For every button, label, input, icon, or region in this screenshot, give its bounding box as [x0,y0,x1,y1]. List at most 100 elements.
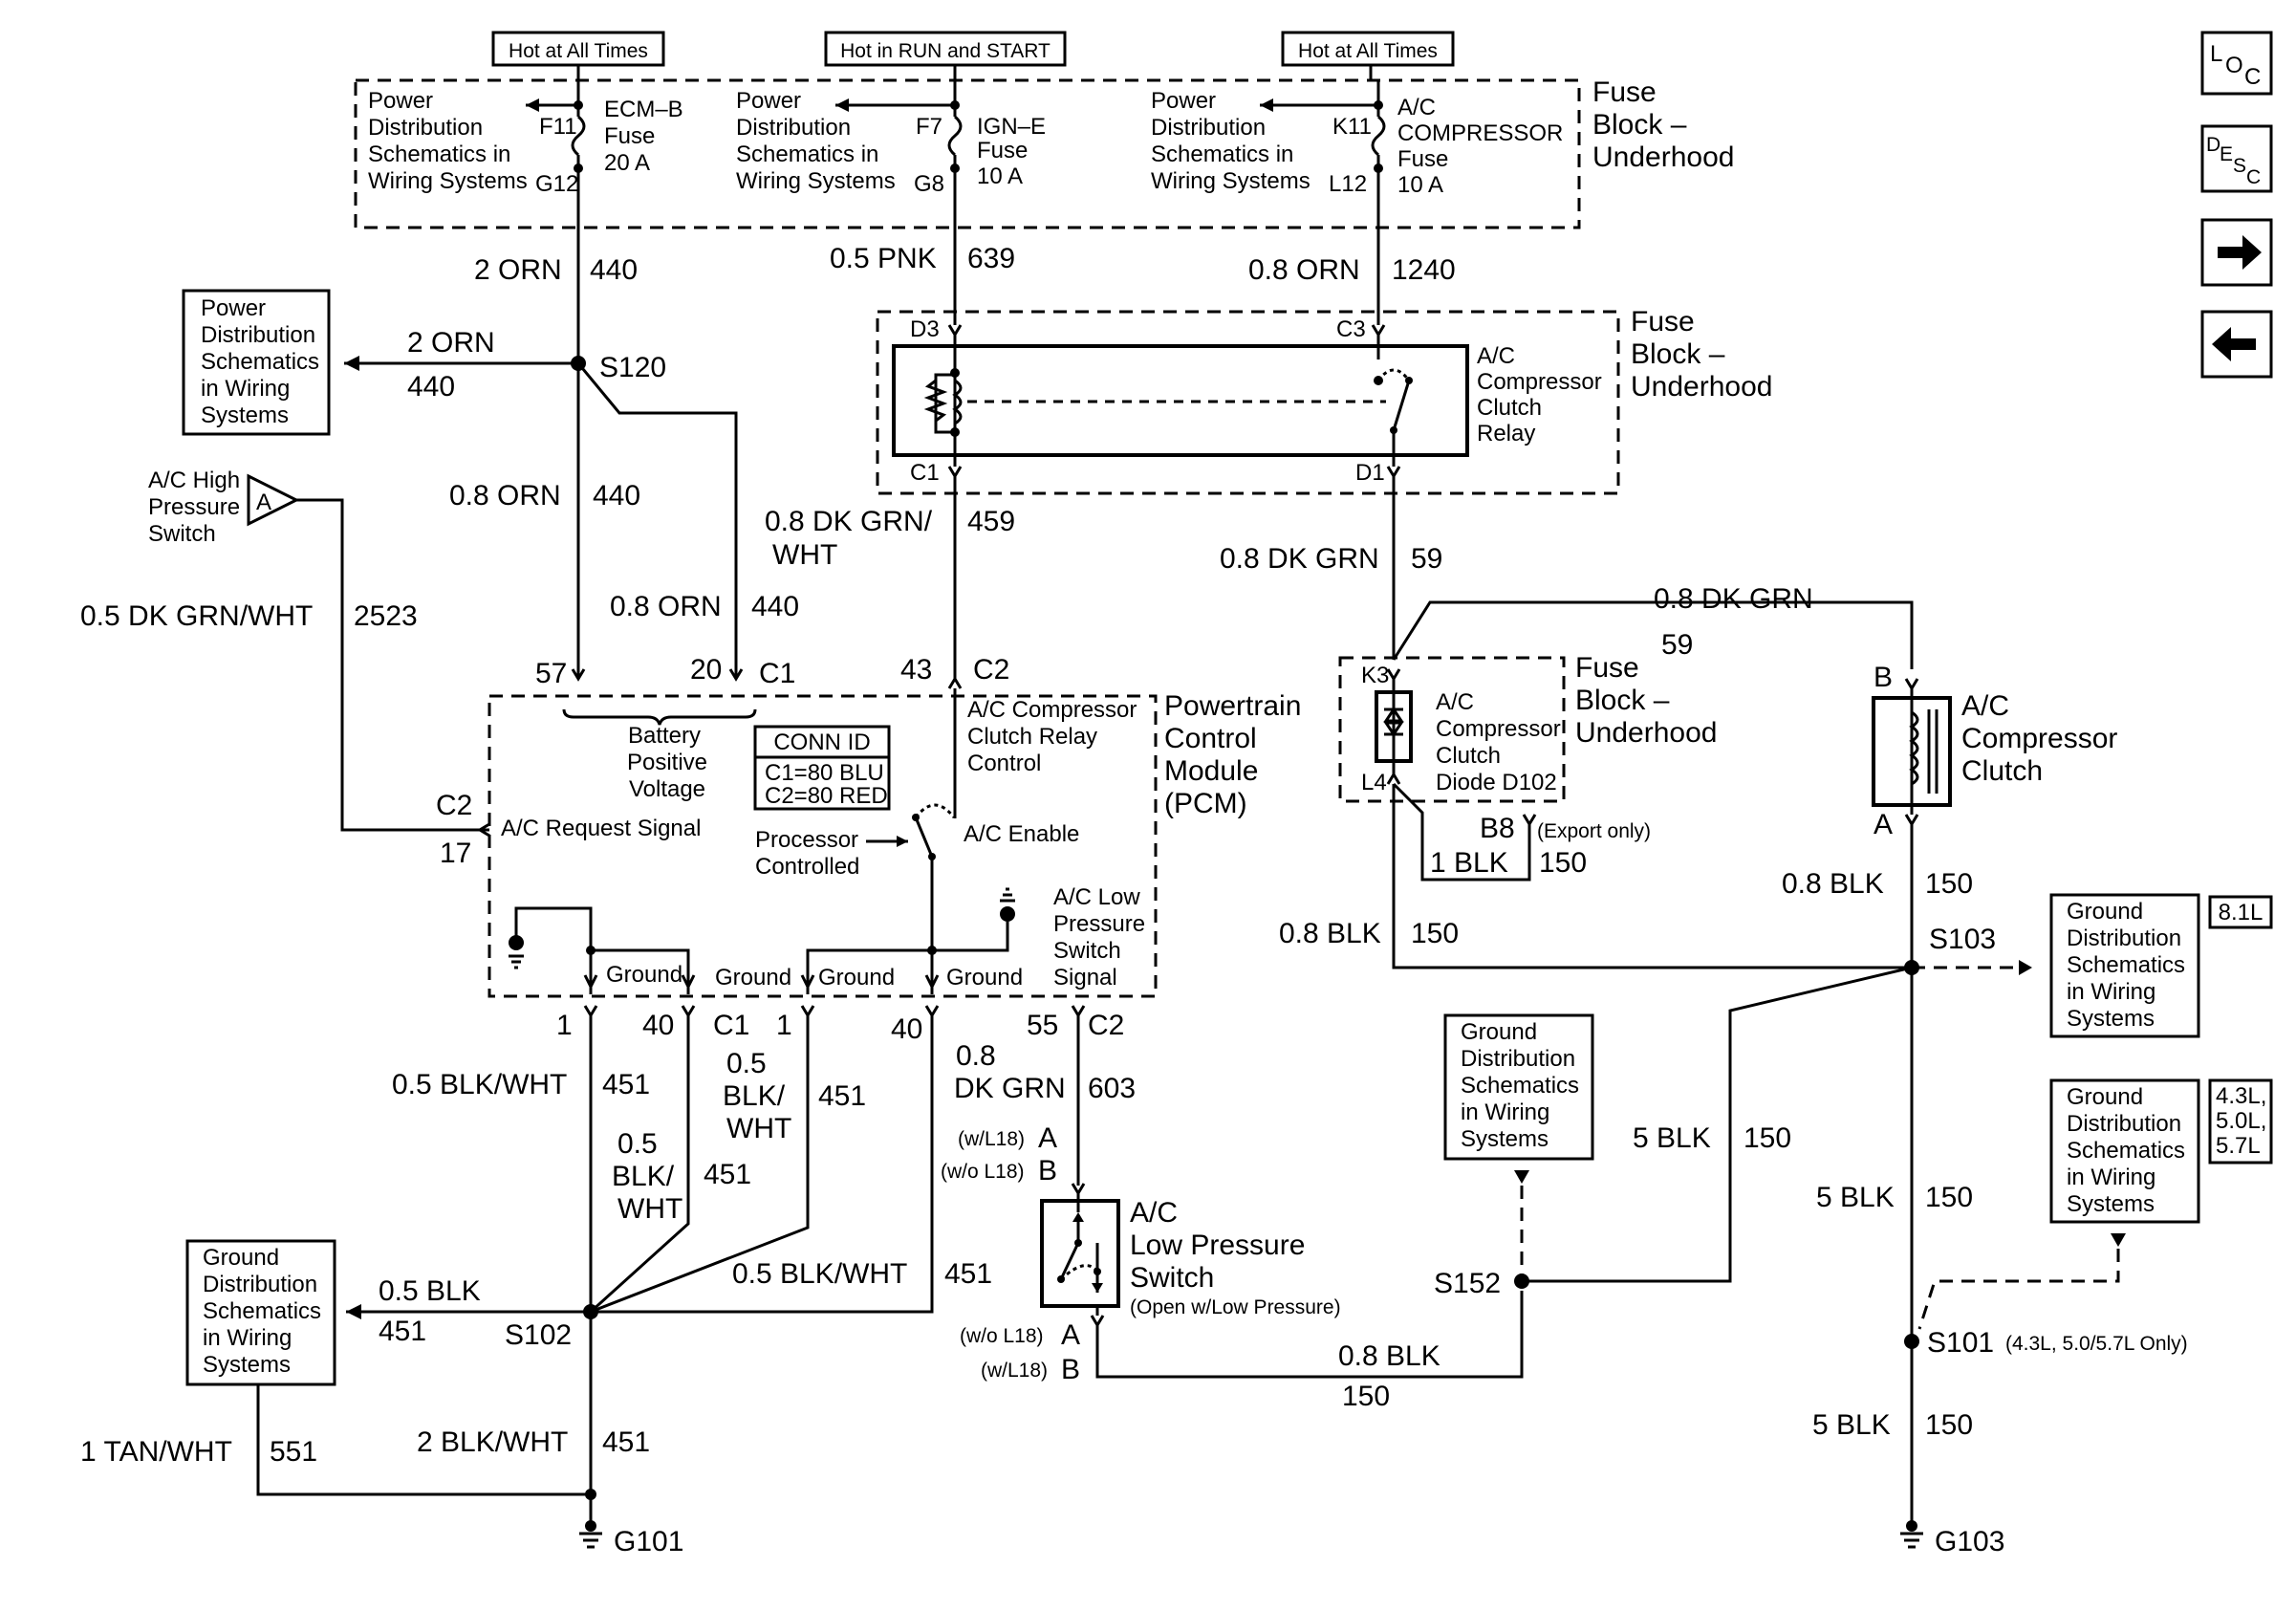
relay-pin-c1: C1 [910,460,940,486]
desc-button[interactable]: D E S C [2200,124,2273,193]
svg-text:Systems: Systems [203,1352,291,1378]
svg-text:Clutch: Clutch [1436,743,1501,769]
svg-text:451: 451 [379,1316,426,1347]
wire-451e-gauge: 0.5 BLK [379,1275,481,1307]
svg-text:Underhood: Underhood [1592,142,1734,173]
svg-text:Compressor: Compressor [1477,369,1602,395]
svg-text:Positive: Positive [627,750,707,775]
svg-text:Fuse: Fuse [1397,146,1448,172]
prev-arrow-icon[interactable] [2200,310,2273,379]
fuse-f7-name: IGN–E [977,114,1046,140]
loc-button[interactable]: L O C [2200,31,2273,96]
wire-451d-gauge: 0.5 BLK/WHT [732,1258,907,1290]
svg-text:Controlled: Controlled [755,854,859,880]
wire-440c-gauge: 0.8 ORN [449,480,561,512]
svg-text:1240: 1240 [1392,254,1456,286]
splice-s101: S101 [1927,1327,1994,1359]
pcm-bot-pin-40a: 40 [642,1010,674,1041]
svg-text:in Wiring: in Wiring [1461,1099,1549,1125]
pcm-conn-id-title: CONN ID [773,729,870,755]
lp-switch-label-1: A/C [1130,1197,1178,1229]
svg-text:WHT: WHT [726,1113,791,1144]
lp-wol18-b: (w/o L18) [941,1161,1025,1183]
fuse-f11-rating: 20 A [604,150,650,176]
diode-pin-b8: B8 [1480,813,1515,844]
pcm: 57 20 C1 43 C2 Battery Positive Voltage … [436,654,1301,1045]
fuse-f11-pin-bot: G12 [535,171,578,197]
svg-text:Schematics in: Schematics in [736,142,878,167]
pcm-bot-pin-55: 55 [1027,1010,1058,1041]
svg-text:150: 150 [1744,1122,1791,1154]
svg-text:551: 551 [270,1436,317,1468]
pcm-bot-pin-40b: 40 [891,1013,922,1045]
svg-text:Clutch: Clutch [1477,395,1542,421]
svg-text:D: D [2206,134,2220,156]
svg-text:603: 603 [1088,1073,1136,1104]
diode-pin-l4: L4 [1361,770,1387,795]
svg-text:DK GRN: DK GRN [954,1073,1066,1104]
supply-label-hot-run: Hot in RUN and START [840,40,1051,62]
splice-s102: S102 [505,1319,572,1351]
svg-text:Compressor: Compressor [1436,716,1561,742]
nav-buttons: L O C D E S C [2200,31,2273,379]
svg-text:Relay: Relay [1477,421,1535,446]
svg-text:451: 451 [602,1426,650,1458]
svg-text:Systems: Systems [1461,1126,1549,1152]
svg-text:Wiring Systems: Wiring Systems [736,168,896,194]
pcm-request-signal: A/C Request Signal [501,816,701,841]
svg-text:E: E [2220,143,2233,165]
pcm-bot-pin-1b: 1 [776,1010,792,1041]
fuse-block-label-diode: Fuse [1575,652,1639,684]
wire-150d-gauge: 5 BLK [1633,1122,1711,1154]
relay-pin-d1: D1 [1355,460,1385,486]
wire-459-gauge: 0.8 DK GRN/ [765,506,933,537]
compressor-relay: 0.5 PNK 639 0.8 ORN 1240 D3 C3 C1 D1 A/C… [765,228,1772,679]
svg-text:in Wiring: in Wiring [203,1325,292,1351]
svg-text:Schematics: Schematics [1461,1073,1579,1099]
svg-text:451: 451 [704,1159,751,1190]
diode-label-1: A/C [1436,689,1474,715]
lp-wl18-a: (w/L18) [958,1128,1025,1150]
svg-text:Switch: Switch [1053,938,1121,964]
wire-440b-gauge: 2 ORN [407,327,495,359]
svg-text:Systems: Systems [201,403,289,428]
wire-451b-gauge-1: 0.5 [617,1128,658,1160]
diode-pin-k3: K3 [1361,663,1389,688]
splice-s103: S103 [1929,924,1996,955]
svg-text:Switch: Switch [1130,1262,1214,1294]
svg-text:Schematics: Schematics [203,1298,321,1324]
svg-text:Schematics: Schematics [201,349,319,375]
lp-switch: 0.8 DK GRN 603 (w/L18) A (w/o L18) B A/C… [941,1015,1524,1412]
supply-label-hot-all-2: Hot at All Times [1298,40,1438,62]
svg-text:150: 150 [1925,1409,1973,1441]
pcm-bot-pin-1a: 1 [556,1010,573,1041]
wire-59a-gauge: 0.8 DK GRN [1220,543,1379,575]
pcm-pin-17: 17 [440,838,471,869]
svg-text:440: 440 [751,591,799,622]
fuse-f11-pin-top: F11 [539,114,577,140]
svg-text:Low Pressure: Low Pressure [1130,1230,1305,1261]
pcm-conn-c1: C1=80 BLU [765,760,884,786]
svg-text:A: A [1038,1122,1057,1154]
ground-g103: G103 [1935,1526,2004,1557]
svg-text:Distribution: Distribution [736,115,851,141]
svg-text:Systems: Systems [2067,1191,2155,1217]
svg-text:Fuse: Fuse [977,138,1028,163]
next-arrow-icon[interactable] [2200,218,2273,287]
svg-text:Control: Control [1164,723,1257,754]
svg-text:BLK/: BLK/ [612,1161,675,1192]
ground-dist-left-1: Ground [203,1245,279,1271]
supply-label-hot-all-1: Hot at All Times [509,40,648,62]
svg-text:COMPRESSOR: COMPRESSOR [1397,120,1563,146]
wire-451a-gauge: 0.5 BLK/WHT [392,1069,567,1100]
svg-text:440: 440 [590,254,638,286]
pcm-conn-c1-top: C1 [759,658,795,689]
fuse-block-label-1: Fuse [1592,76,1657,108]
svg-text:BLK/: BLK/ [723,1080,786,1112]
wire-150e-gauge: 5 BLK [1816,1182,1895,1213]
power-dist-1-line-1: Power [368,88,433,114]
fuse-f7-rating: 10 A [977,163,1023,189]
svg-text:WHT: WHT [617,1193,682,1225]
pcm-ground-1: Ground [606,962,682,988]
engine-tag-50: 5.0L, [2216,1108,2266,1134]
